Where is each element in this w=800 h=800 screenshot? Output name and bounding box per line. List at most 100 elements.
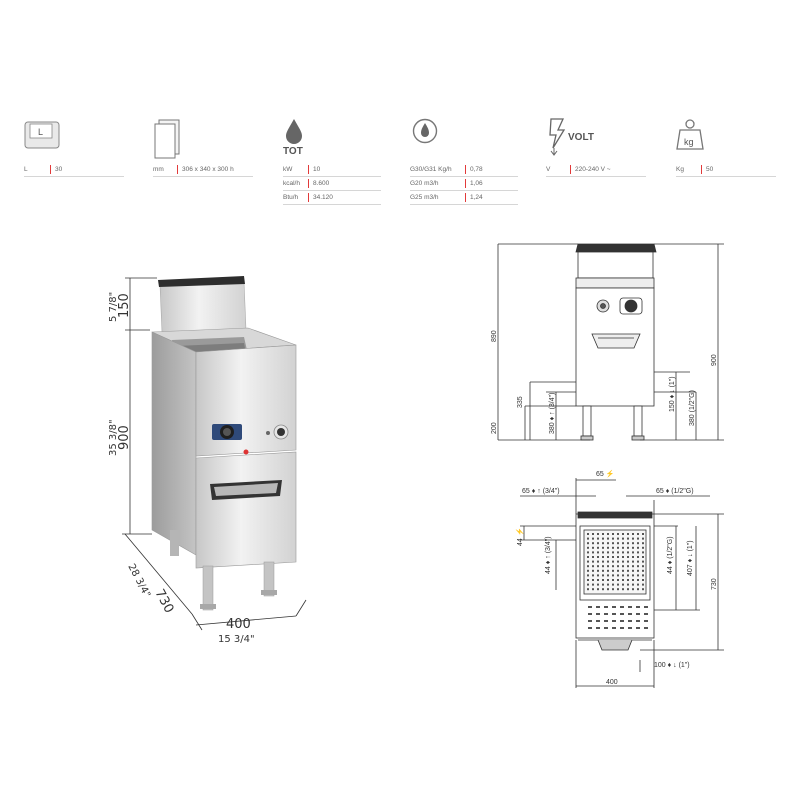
basket-hole bbox=[622, 546, 624, 549]
dim-65-right: 65 ♦ (1/2"G) bbox=[656, 488, 694, 495]
basket-hole bbox=[637, 537, 639, 540]
weight-icon: kg bbox=[676, 119, 704, 150]
gas-flame-icon bbox=[412, 118, 438, 144]
dim-380-12g: 380 (1/2"G) bbox=[689, 390, 696, 426]
basket-hole bbox=[642, 579, 644, 581]
basket-hole bbox=[627, 579, 629, 581]
drainer-slot bbox=[628, 620, 632, 622]
dim-380-34: 380 ♦ ↑ (3/4") bbox=[549, 393, 556, 434]
drainer-slot bbox=[588, 627, 592, 629]
basket-hole bbox=[592, 583, 594, 586]
drainer-slot bbox=[604, 620, 608, 622]
basket-hole bbox=[632, 542, 634, 545]
basket-hole bbox=[617, 551, 619, 554]
dim-407: 407 ♦ ↓ (1") bbox=[687, 540, 694, 576]
front-view-drawing: 890 200 335 380 ♦ ↑ (3/4") 150 ♦ ↓ (1") … bbox=[486, 236, 726, 458]
dim-335: 335 bbox=[517, 396, 524, 408]
spec-value: 30 bbox=[55, 166, 63, 173]
basket-hole bbox=[592, 574, 594, 577]
dim-44a: 44 ⚡ bbox=[515, 528, 524, 546]
dim-400-in: 15 3/4" bbox=[218, 634, 255, 645]
basket-hole bbox=[587, 533, 589, 535]
basket-hole bbox=[637, 542, 639, 545]
basket-hole bbox=[592, 560, 594, 563]
dim-150-mm: 150 bbox=[117, 293, 132, 318]
basket-hole bbox=[607, 579, 609, 581]
basket-hole bbox=[592, 565, 594, 568]
drainer-slot bbox=[604, 606, 608, 608]
dim-150-in: 5 7/8" bbox=[108, 292, 119, 322]
basket-hole bbox=[612, 551, 614, 554]
basket-hole bbox=[612, 569, 614, 572]
tank-icon-letter: L bbox=[38, 127, 43, 137]
basket-hole bbox=[607, 565, 609, 568]
weight-icon-text: kg bbox=[684, 137, 694, 147]
basket-hole bbox=[597, 546, 599, 549]
basket-hole bbox=[597, 574, 599, 577]
basket-hole bbox=[642, 565, 644, 568]
basket-hole bbox=[612, 583, 614, 586]
drainer-slot bbox=[620, 606, 624, 608]
basket-hole bbox=[607, 533, 609, 535]
basket-hole bbox=[602, 560, 604, 563]
basket-hole bbox=[642, 588, 644, 591]
drainer-slot bbox=[612, 613, 616, 615]
drainer-slot bbox=[612, 620, 616, 622]
drainer-slot bbox=[636, 620, 640, 622]
dim-100: 100 ♦ ↓ (1") bbox=[654, 662, 690, 669]
dimension-lines bbox=[122, 277, 307, 631]
drainer-slot bbox=[596, 627, 600, 629]
dim-65-top: 65 ⚡ bbox=[596, 469, 614, 478]
basket-hole bbox=[627, 565, 629, 568]
drainer-slot bbox=[596, 606, 600, 608]
basket-hole bbox=[617, 533, 619, 535]
dim-65-left: 65 ♦ ↑ (3/4") bbox=[522, 488, 560, 495]
basket-hole bbox=[622, 579, 624, 581]
basket-hole bbox=[617, 546, 619, 549]
basket-hole bbox=[587, 583, 589, 586]
basket-hole bbox=[637, 569, 639, 572]
basket-hole bbox=[587, 537, 589, 540]
basket-hole bbox=[632, 574, 634, 577]
basket-hole bbox=[637, 556, 639, 558]
basket-hole bbox=[637, 565, 639, 568]
basket-hole bbox=[592, 537, 594, 540]
product-illustration: 150 5 7/8" 900 35 3/8" 730 28 3/4" 400 1… bbox=[96, 268, 336, 658]
basket-hole bbox=[627, 574, 629, 577]
basket-hole bbox=[587, 574, 589, 577]
basket-hole bbox=[602, 556, 604, 558]
basket-hole bbox=[612, 588, 614, 591]
dim-900-mm: 900 bbox=[117, 425, 132, 450]
drainer-slot bbox=[620, 613, 624, 615]
basket-hole bbox=[602, 546, 604, 549]
basket-hole bbox=[607, 583, 609, 586]
basket-hole bbox=[617, 569, 619, 572]
spec-row: V 220-240 V ~ bbox=[546, 164, 646, 177]
lightning-icon bbox=[549, 118, 566, 156]
dim-200: 200 bbox=[491, 422, 498, 434]
drainer-slot bbox=[644, 627, 648, 629]
basket-hole bbox=[622, 569, 624, 572]
basket-grid bbox=[587, 533, 648, 629]
basket-hole bbox=[607, 588, 609, 591]
voltage-heading: VOLT bbox=[568, 132, 594, 143]
basket-hole bbox=[637, 551, 639, 554]
basket-hole bbox=[612, 537, 614, 540]
basket-hole bbox=[632, 560, 634, 563]
basket-hole bbox=[597, 560, 599, 563]
dim-900-in: 35 3/8" bbox=[108, 419, 119, 456]
basket-hole bbox=[587, 556, 589, 558]
drainer-slot bbox=[588, 606, 592, 608]
drainer-slot bbox=[628, 606, 632, 608]
spec-label: G30/G31 Kg/h bbox=[410, 166, 452, 173]
basket-hole bbox=[587, 546, 589, 549]
basket-hole bbox=[622, 560, 624, 563]
basket-hole bbox=[587, 579, 589, 581]
basket-icon bbox=[154, 119, 180, 159]
drainer-slot bbox=[596, 613, 600, 615]
basket-hole bbox=[597, 542, 599, 545]
basket-hole bbox=[637, 546, 639, 549]
basket-hole bbox=[592, 533, 594, 535]
basket-hole bbox=[642, 533, 644, 535]
basket-hole bbox=[627, 542, 629, 545]
